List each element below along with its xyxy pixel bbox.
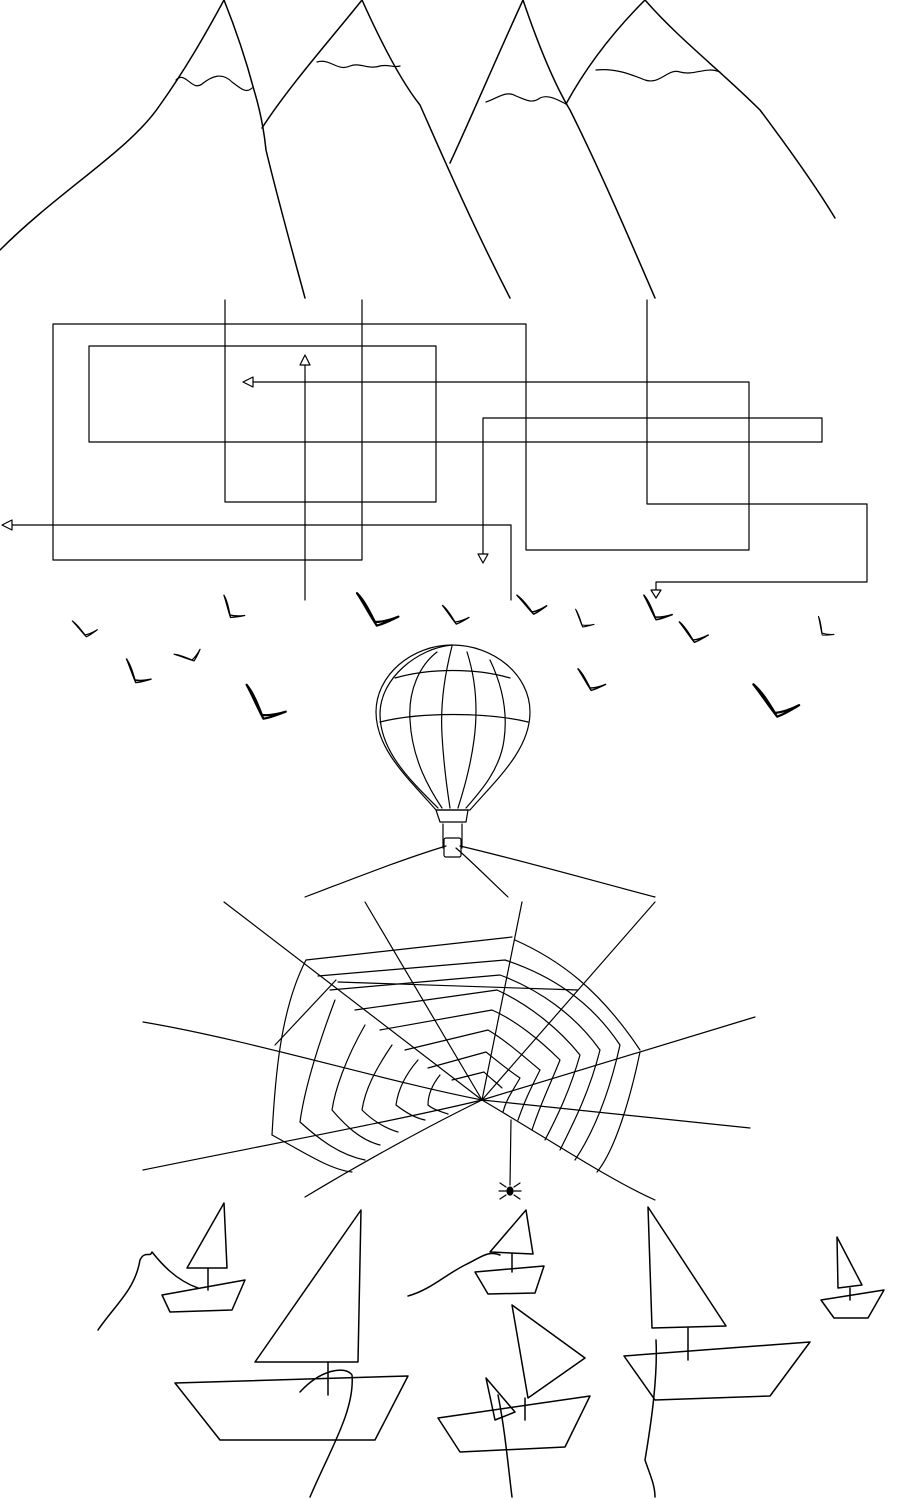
mountain-3 — [449, 0, 656, 299]
bird-icon — [173, 638, 204, 669]
sailboat-3 — [407, 1209, 545, 1297]
bird-icon — [516, 589, 549, 618]
bird-icon — [355, 592, 400, 627]
bird-flock — [71, 589, 839, 722]
bird-icon — [752, 679, 802, 720]
balloon-ropes — [304, 845, 656, 898]
sailboat-4 — [437, 1304, 591, 1498]
sailboat-1 — [97, 1202, 246, 1331]
sailboats — [97, 1202, 885, 1498]
bird-icon — [218, 594, 250, 622]
sailboat-6 — [820, 1236, 885, 1319]
arrow-down-icon — [477, 553, 489, 564]
arrow-up-icon — [299, 354, 311, 366]
bird-icon — [122, 658, 155, 686]
mountain-2 — [261, 0, 511, 299]
maze-line-3 — [646, 299, 868, 593]
line-maze — [1, 299, 868, 601]
bird-icon — [812, 615, 839, 640]
arrow-left-icon — [242, 376, 254, 388]
spider — [498, 1119, 522, 1200]
bird-icon — [678, 618, 710, 645]
balloon-basket — [443, 837, 462, 858]
bird-icon — [71, 616, 99, 640]
bird-icon — [441, 602, 471, 626]
spider-web — [142, 901, 756, 1201]
sailboat-5 — [623, 1206, 811, 1498]
bird-icon — [577, 668, 607, 692]
spider-icon — [506, 1186, 514, 1196]
hot-air-balloon — [375, 644, 531, 858]
arrow-left-icon — [1, 519, 13, 531]
maze-line-1 — [88, 299, 823, 559]
maze-line-2 — [52, 299, 750, 561]
maze-line-4 — [7, 524, 512, 601]
sailboat-2 — [174, 1209, 409, 1498]
mountain-4 — [565, 0, 836, 219]
mountain-range — [0, 0, 836, 299]
mountain-1 — [0, 0, 306, 299]
bird-icon — [641, 594, 675, 622]
bird-icon — [242, 683, 289, 722]
arrow-down-icon — [650, 589, 662, 599]
balloon-envelope — [375, 644, 531, 811]
bird-icon — [572, 608, 597, 630]
